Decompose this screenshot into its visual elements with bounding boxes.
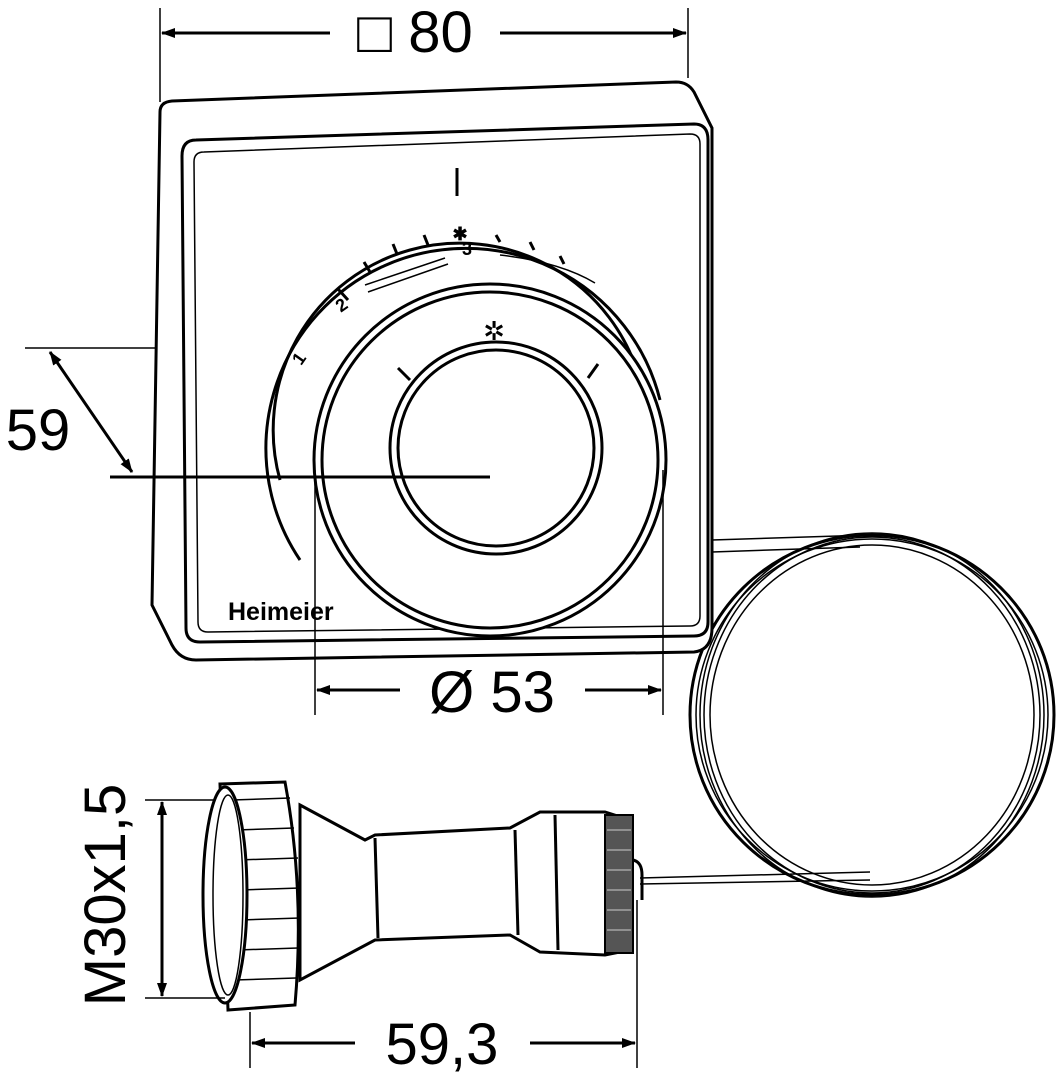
- dimension-knob-diameter: Ø 53: [314, 470, 664, 725]
- dimension-width-label: □ 80: [357, 0, 473, 65]
- dimension-thread-label: M30x1,5: [73, 784, 138, 1006]
- dial-mark-3: 3: [462, 239, 472, 259]
- dimension-depth: 59: [6, 347, 490, 479]
- sensor-body: [201, 780, 644, 1012]
- dimension-sensor-length-label: 59,3: [386, 1012, 499, 1077]
- control-knob[interactable]: ✲: [312, 282, 668, 638]
- dimension-sensor-length: 59,3: [249, 900, 638, 1077]
- capillary-coil: [639, 532, 1056, 898]
- snowflake-icon: ✲: [483, 317, 505, 347]
- snowflake-icon: ✱: [452, 224, 467, 244]
- dimension-knob-diameter-label: Ø 53: [429, 660, 555, 725]
- dimension-depth-label: 59: [6, 398, 71, 463]
- dimension-width: □ 80: [159, 0, 689, 102]
- brand-logo: Heimeier: [228, 598, 334, 626]
- dimension-thread: M30x1,5: [73, 784, 225, 1006]
